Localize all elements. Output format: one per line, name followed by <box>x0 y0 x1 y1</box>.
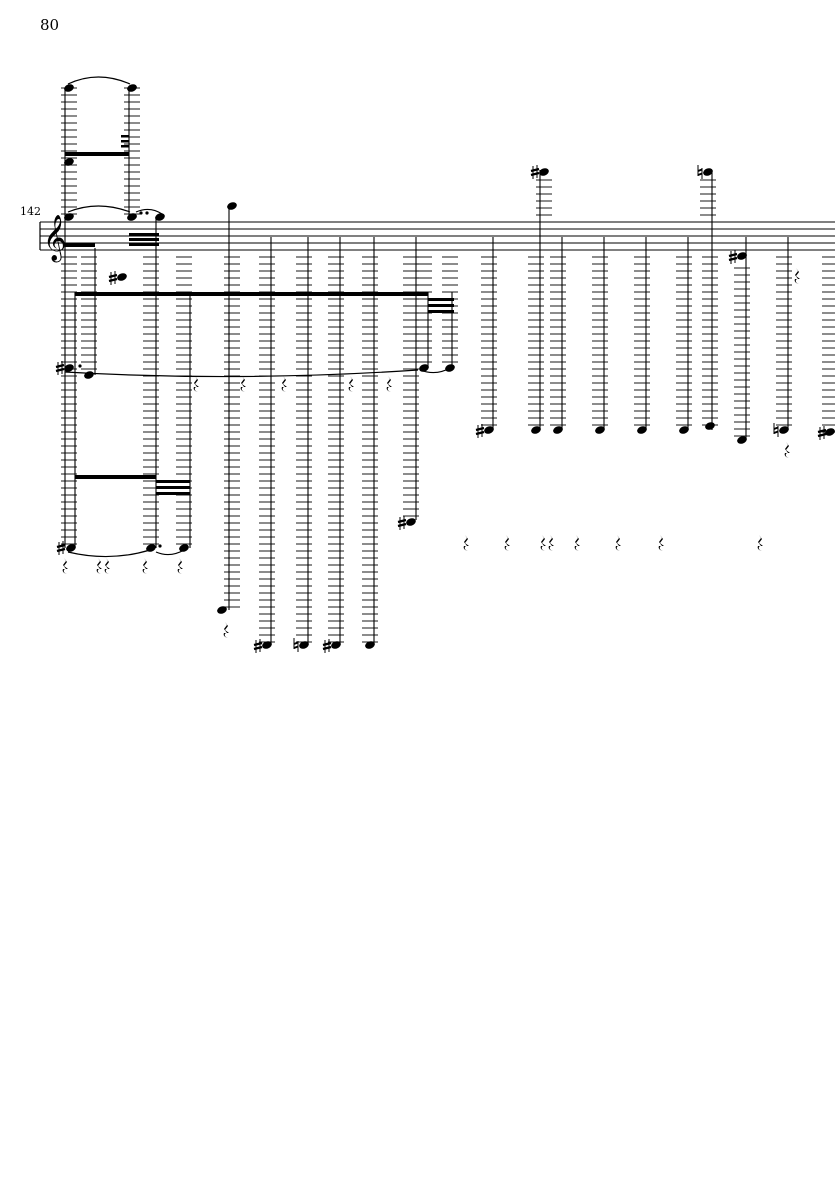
augmentation-dots <box>78 211 162 548</box>
page-number: 80 <box>40 16 60 34</box>
staff-lines <box>39 221 835 251</box>
natural-icon <box>293 637 299 653</box>
natural-icon <box>697 164 703 180</box>
beams <box>65 135 454 495</box>
sharp-icon <box>529 163 541 181</box>
stems <box>64 88 789 645</box>
measure-number: 142 <box>20 205 41 218</box>
note-head-n5 <box>227 202 237 210</box>
note-head-n6 <box>539 168 549 176</box>
sharp-icon <box>816 424 828 442</box>
sharp-icon <box>321 637 333 655</box>
accidentals <box>54 163 828 655</box>
note-head-n7 <box>703 168 713 176</box>
sharp-icon <box>107 269 119 287</box>
sharp-icon <box>727 248 739 266</box>
treble-clef-icon: 𝄞 <box>43 215 67 263</box>
note-head-n8 <box>737 252 747 260</box>
note-head-n2 <box>117 273 127 281</box>
ledger-lines <box>61 87 835 643</box>
sharp-icon <box>474 422 486 440</box>
note-head-n4 <box>155 213 165 221</box>
note-head-n1 <box>64 213 74 221</box>
note-heads <box>64 84 835 649</box>
sharp-icon <box>55 539 67 557</box>
ties <box>64 76 451 558</box>
rests <box>62 268 800 638</box>
sharp-icon <box>252 637 264 655</box>
note-head-n3 <box>127 213 137 221</box>
sharp-icon <box>396 514 408 532</box>
sharp-icon <box>54 359 66 377</box>
